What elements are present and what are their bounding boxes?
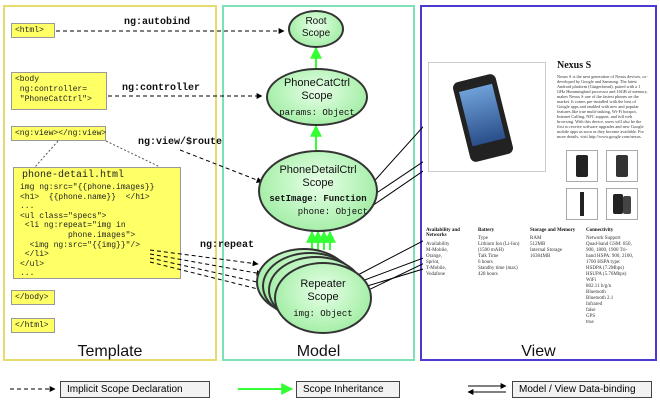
view-title: View (521, 343, 556, 360)
html-open-tag: <html> (11, 23, 55, 38)
file-name: phone-detail.html (22, 170, 125, 181)
phone-name: Nexus S (557, 60, 592, 71)
html-close-tag: </html> (11, 318, 55, 333)
phonecat-scope: PhoneCatCtrl Scope params: Object (266, 68, 368, 126)
thumbnail-4[interactable] (606, 188, 638, 220)
legend-scope-inheritance: Scope Inheritance (296, 381, 400, 398)
repeater-scope: Repeater Scope img: Object (274, 262, 372, 334)
view-route-arrow (179, 149, 263, 183)
model-title: Model (296, 343, 341, 360)
phone-description: Nexus S is the next generation of Nexus … (557, 74, 648, 139)
thumbnail-1[interactable] (566, 150, 598, 182)
spec-body-availability: Availability M-Mobile, Orange, Sprint, T… (426, 242, 450, 277)
model-panel (222, 5, 415, 361)
autobind-label: ng:autobind (124, 17, 191, 28)
spec-head-battery: Battery (478, 228, 495, 233)
spec-body-connectivity: Network Support Quad-band GSM: 850, 900,… (586, 236, 634, 325)
body-close-tag: </body> (11, 290, 55, 305)
spec-head-availability: Availability and Networks (426, 228, 460, 238)
legend-data-binding: Model / View Data-binding (512, 381, 652, 398)
phonedetail-scope-line2: Scope (302, 177, 334, 189)
phonedetail-scope-line1: PhoneDetailCtrl (279, 164, 357, 176)
phone-shape (451, 72, 515, 164)
phonecat-scope-prop: params: Object (279, 108, 355, 118)
spec-body-battery: Type Lithium Ion (Li-Ion) (1500 mAH) Tal… (478, 236, 520, 277)
file-code: img ng:src="{{phone.images}} <h1> {{phon… (20, 183, 155, 279)
repeater-scope-prop: img: Object (293, 309, 353, 319)
phonecat-scope-line1: PhoneCatCtrl (283, 77, 351, 89)
root-scope: Root Scope (288, 10, 344, 48)
template-title: Template (77, 343, 143, 360)
body-controller-tag: <body ng:controller= "PhoneCatCtrl"> (11, 72, 107, 110)
phone-detail-file: phone-detail.html img ng:src="{{phone.im… (13, 167, 181, 279)
repeater-scope-line2: Scope (307, 291, 339, 303)
ngview-tag: <ng:view></ng:view> (11, 126, 106, 141)
spec-head-connectivity: Connectivity (586, 228, 614, 233)
controller-label: ng:controller (122, 83, 201, 94)
view-panel (420, 5, 657, 361)
repeater-scope-line1: Repeater (300, 278, 346, 290)
phonedetail-scope: PhoneDetailCtrl Scope setImage: Function… (258, 150, 378, 232)
spec-head-storage: Storage and Memory (530, 228, 576, 233)
template-panel (3, 5, 217, 361)
phonedetail-scope-prop2: phone: Object (297, 207, 368, 217)
view-route-label: ng:view/$route (138, 137, 223, 148)
thumbnail-3[interactable] (566, 188, 598, 220)
phonecat-scope-line2: Scope (301, 90, 333, 102)
repeat-label: ng:repeat (200, 240, 255, 251)
phonedetail-scope-prop1: setImage: Function (269, 194, 367, 204)
root-scope-line2: Scope (301, 28, 331, 39)
main-phone-image (428, 62, 546, 172)
root-scope-line1: Root (305, 16, 327, 27)
spec-body-storage: RAM 512MB Internal Storage 16384MB (530, 236, 563, 259)
legend-implicit-scope: Implicit Scope Declaration (60, 381, 210, 398)
thumbnail-2[interactable] (606, 150, 638, 182)
